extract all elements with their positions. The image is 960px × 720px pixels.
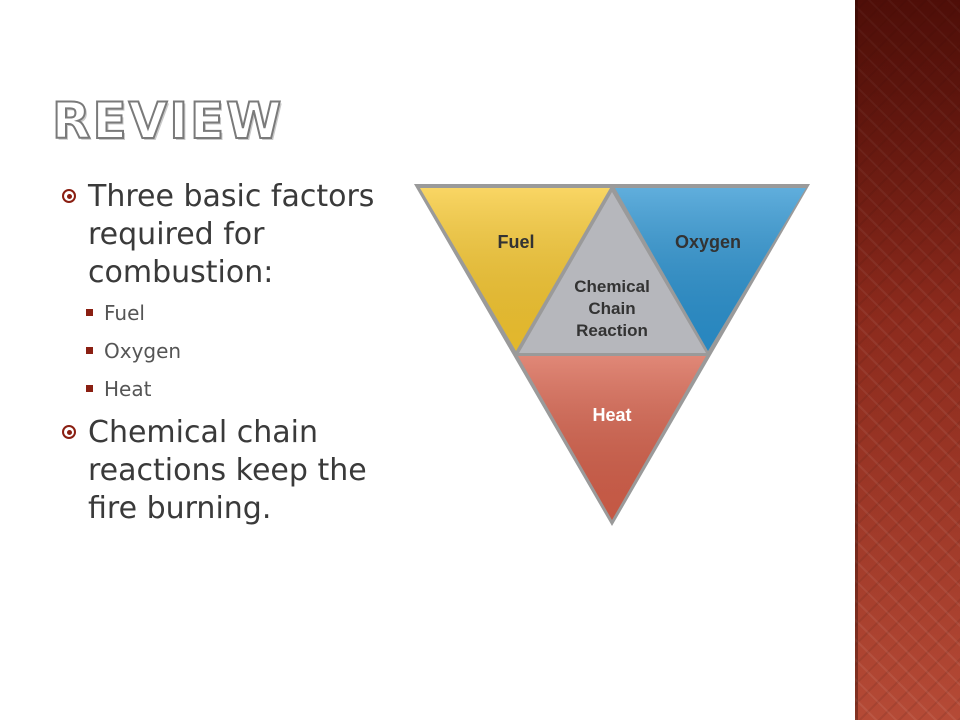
bullet-item: Three basic factors required for combust…: [62, 178, 422, 292]
slide-title: Review: [51, 91, 284, 151]
heat-shading: [518, 356, 706, 520]
bullet-text: Three basic factors required for combust…: [88, 179, 375, 290]
decorative-side-band: [855, 0, 960, 720]
center-label-line: Chain: [588, 299, 635, 318]
bullet-text: Chemical chain reactions keep the fire b…: [88, 415, 367, 526]
chemical-chain-reaction-segment: [519, 192, 706, 353]
heat-label: Heat: [592, 405, 631, 425]
oxygen-label: Oxygen: [675, 232, 741, 252]
bullet-item: Chemical chain reactions keep the fire b…: [62, 414, 422, 528]
fire-tetrahedron-diagram: Fuel Oxygen Chemical Chain Reaction Heat: [414, 184, 810, 526]
fuel-shading: [420, 188, 610, 351]
square-bullet-icon: [86, 385, 93, 392]
bullet-list: Three basic factors required for combust…: [62, 178, 422, 538]
oxygen-shading: [615, 188, 806, 351]
bullet-marker-icon: [62, 425, 76, 439]
bullet-marker-icon: [62, 189, 76, 203]
sub-bullet-list: Fuel Oxygen Heat: [62, 300, 422, 402]
fuel-label: Fuel: [497, 232, 534, 252]
center-label-line: Reaction: [576, 321, 648, 340]
sub-bullet-item: Heat: [86, 376, 422, 402]
sub-bullet-item: Oxygen: [86, 338, 422, 364]
square-bullet-icon: [86, 347, 93, 354]
sub-bullet-text: Fuel: [104, 301, 145, 325]
sub-bullet-text: Oxygen: [104, 339, 182, 363]
side-band-edge: [855, 0, 858, 720]
center-label-line: Chemical: [574, 277, 650, 296]
square-bullet-icon: [86, 309, 93, 316]
sub-bullet-item: Fuel: [86, 300, 422, 326]
sub-bullet-text: Heat: [104, 377, 152, 401]
